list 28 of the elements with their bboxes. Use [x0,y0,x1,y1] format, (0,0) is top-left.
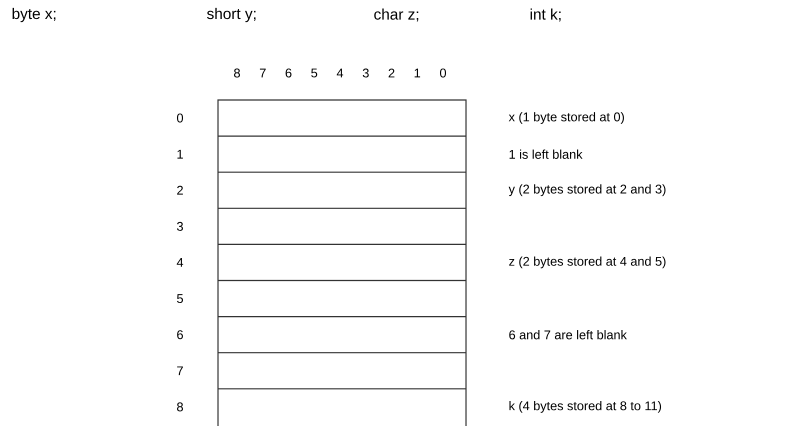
code-text: byte x; [12,8,56,22]
bit-number: 0 [440,68,446,78]
address-number: 4 [176,258,184,267]
address-number: 1 [177,150,183,159]
note-text: 6 and 7 are left blank [509,330,627,340]
bit-number: 7 [260,68,266,78]
address-number: 2 [177,186,183,195]
address-number: 0 [176,114,184,122]
address-number: 3 [176,222,183,231]
bit-number: 5 [311,68,318,78]
note-text: 1 is left blank [510,150,583,159]
address-number: 8 [177,402,183,412]
address-number: 5 [176,294,183,304]
code-text: char z; [374,8,418,22]
bit-number: 1 [414,68,420,78]
bit-number: 8 [234,68,240,78]
note-text: y (2 bytes stored at 2 and 3) [508,184,666,196]
address-number: 7 [177,366,183,376]
bit-number: 6 [286,68,292,78]
bit-number: 2 [388,68,394,78]
note-text: z (2 bytes stored at 4 and 5) [509,256,666,268]
bit-number: 3 [362,68,369,78]
bit-number: 4 [336,68,344,78]
code-text: short y; [207,8,256,22]
note-text: k (4 bytes stored at 8 to 11) [509,401,662,413]
code-text: int k; [530,8,561,22]
address-number: 6 [177,330,183,340]
note-text: x (1 byte stored at 0) [508,112,624,124]
